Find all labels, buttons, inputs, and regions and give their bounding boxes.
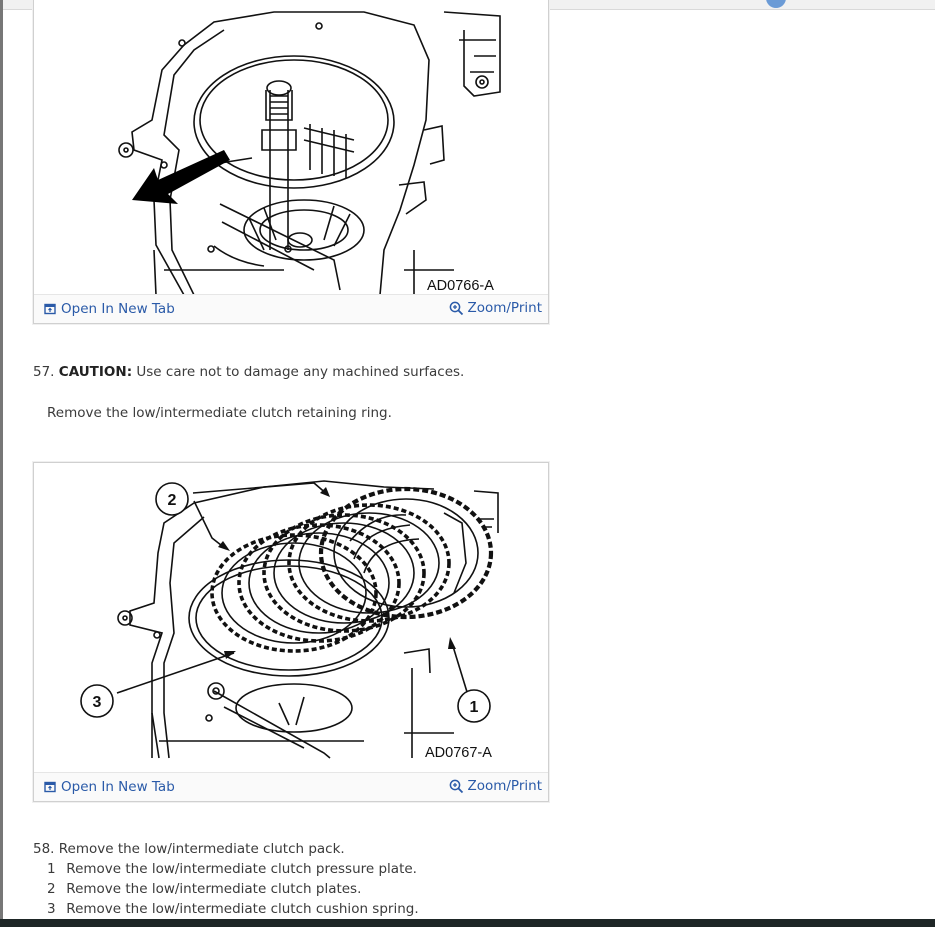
zoom-print-link[interactable]: Zoom/Print [449,300,542,316]
zoom-icon [450,301,464,315]
figure-footer: Open In New Tab Zoom/Print [34,772,548,801]
new-tab-icon [44,303,56,315]
figure-footer: Open In New Tab Zoom/Print [34,294,548,323]
left-border [0,0,3,927]
open-in-new-tab-label: Open In New Tab [61,301,175,317]
callout-2: 2 [168,492,177,509]
step-57-instruction: Remove the low/intermediate clutch retai… [47,405,392,421]
list-item-text: Remove the low/intermediate clutch plate… [66,881,362,897]
step-58: 58. Remove the low/intermediate clutch p… [33,841,345,857]
open-in-new-tab-link[interactable]: Open In New Tab [44,301,175,317]
clutch-pack-illustration: 2 3 1 [80,480,499,759]
step-58-list: 1 Remove the low/intermediate clutch pre… [47,859,419,919]
caution-text: Use care not to damage any machined surf… [136,364,465,380]
list-item-number: 3 [47,901,56,917]
open-in-new-tab-label: Open In New Tab [61,779,175,795]
list-item: 2 Remove the low/intermediate clutch pla… [47,879,419,899]
profile-avatar-icon[interactable] [766,0,786,8]
list-item-number: 2 [47,881,56,897]
new-tab-icon [44,781,56,793]
list-item-number: 1 [47,861,56,877]
list-item-text: Remove the low/intermediate clutch cushi… [66,901,419,917]
retaining-ring-illustration [118,11,501,295]
list-item: 1 Remove the low/intermediate clutch pre… [47,859,419,879]
figure-ad0766: AD0766-A Open In New Tab Zoom/Print [33,0,549,324]
figure-ad0767: 2 3 1 AD0767-A Open In New Tab Zoom/Prin… [33,462,549,802]
zoom-print-label: Zoom/Print [467,778,542,794]
zoom-print-link[interactable]: Zoom/Print [449,778,542,794]
direction-arrow [132,150,230,204]
callout-3: 3 [93,694,102,711]
step-57: 57. CAUTION: Use care not to damage any … [33,364,464,380]
list-item: 3 Remove the low/intermediate clutch cus… [47,899,419,919]
zoom-print-label: Zoom/Print [467,300,542,316]
list-item-text: Remove the low/intermediate clutch press… [66,861,417,877]
zoom-icon [450,779,464,793]
open-in-new-tab-link[interactable]: Open In New Tab [44,779,175,795]
step-57-number: 57. [33,364,55,380]
figure-id-label: AD0766-A [427,278,494,294]
caution-label: CAUTION: [58,364,133,380]
callout-1: 1 [470,699,479,716]
figure-id-label: AD0767-A [425,745,492,761]
taskbar [0,919,935,927]
